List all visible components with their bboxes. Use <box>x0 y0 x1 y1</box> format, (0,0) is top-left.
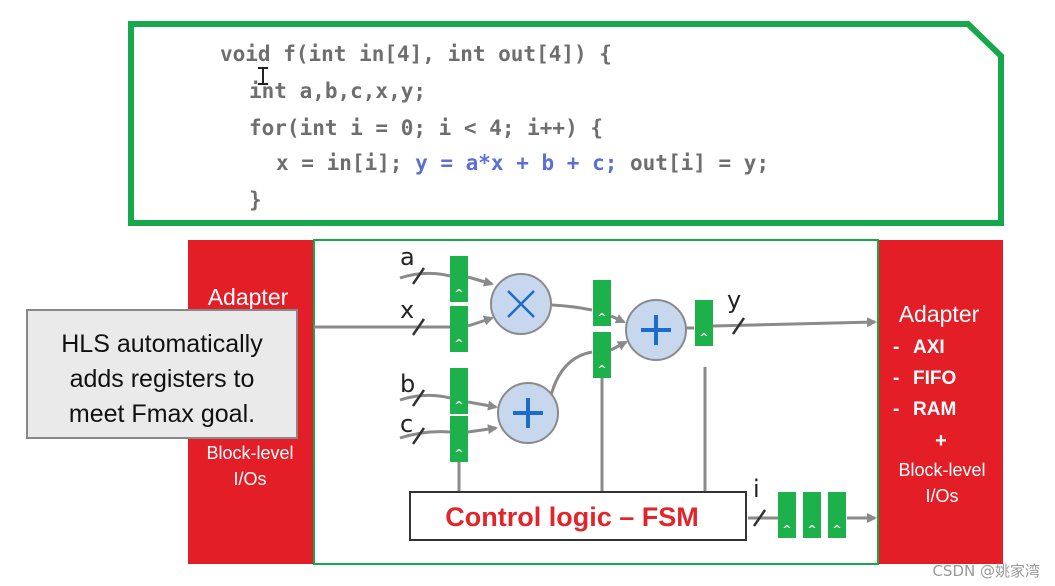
wire-a-in <box>399 271 451 280</box>
right-adapter: Adapter - AXI - FIFO - RAM + Block-level… <box>879 240 1003 564</box>
register-mul-out-clock-mark: ^ <box>597 311 606 324</box>
bus-slashes <box>411 267 767 527</box>
adder-1-operator <box>497 382 559 444</box>
signal-label-x: x <box>400 296 414 324</box>
right-adapter-block-level: Block-level <box>898 460 985 480</box>
wire-b-to-add1 <box>467 400 498 411</box>
wire-add1-to-add2 <box>610 340 628 352</box>
code-line-4-end: out[i] = y; <box>617 151 769 175</box>
note-callout: HLS automatically adds registers to meet… <box>26 309 298 439</box>
note-line-3: meet Fmax goal. <box>69 400 255 428</box>
bus-slash-b <box>411 389 426 407</box>
right-adapter-title: Adapter <box>899 301 980 327</box>
right-adapter-dash-1: - <box>893 337 899 358</box>
register-i-2-clock-mark: ^ <box>807 523 816 536</box>
code-line-3: for(int i = 0; i < 4; i++) { <box>249 116 603 140</box>
code-line-4-highlight: y = a*x + b + c; <box>415 151 617 175</box>
signal-label-b: b <box>400 370 415 398</box>
plus-icon <box>513 398 543 428</box>
wire-mul-out <box>551 303 593 312</box>
control-fsm: Control logic – FSM <box>409 491 747 541</box>
register-x: ^ <box>450 306 468 352</box>
code-line-4-start: x = in[i]; <box>276 151 415 175</box>
signal-label-y: y <box>727 286 741 314</box>
register-b: ^ <box>450 368 468 414</box>
register-c: ^ <box>450 416 468 462</box>
note-box <box>26 309 298 439</box>
register-i-1-clock-mark: ^ <box>782 523 791 536</box>
right-adapter-block <box>879 240 1003 564</box>
wire-a-to-mul <box>467 275 494 287</box>
right-adapter-item-fifo: FIFO <box>913 368 956 389</box>
register-add1-out: ^ <box>593 332 611 378</box>
wire-c-in <box>399 430 451 440</box>
register-a-clock-mark: ^ <box>454 287 463 300</box>
code-box: void f(int in[4], int out[4]) { int a,b,… <box>128 21 1004 226</box>
plus-icon <box>641 315 671 345</box>
code-line-2: int a,b,c,x,y; <box>249 79 426 103</box>
watermark: CSDN @姚家湾 <box>932 562 1040 580</box>
code-line-4: x = in[i]; y = a*x + b + c; out[i] = y; <box>276 151 769 175</box>
right-adapter-dash-2: - <box>893 368 899 389</box>
register-add1-out-clock-mark: ^ <box>597 363 606 376</box>
multiplier-operator <box>490 273 552 335</box>
register-b-clock-mark: ^ <box>454 399 463 412</box>
wire-b-in <box>399 393 451 402</box>
wire-mul-to-add2 <box>610 314 626 324</box>
signal-label-a: a <box>400 243 415 271</box>
register-i-3: ^ <box>828 492 846 538</box>
register-y-clock-mark: ^ <box>699 331 708 344</box>
signal-label-i: i <box>753 475 760 503</box>
register-y: ^ <box>695 300 713 346</box>
register-mul-out: ^ <box>593 280 611 326</box>
left-adapter-block-level: Block-level <box>206 443 293 463</box>
register-i-1: ^ <box>778 492 796 538</box>
signal-label-c: c <box>400 410 413 438</box>
left-adapter-title: Adapter <box>208 284 289 310</box>
note-line-1: HLS automatically <box>61 330 263 358</box>
right-adapter-item-ram: RAM <box>913 399 956 420</box>
register-x-clock-mark: ^ <box>454 337 463 350</box>
right-adapter-item-axi: AXI <box>913 337 945 358</box>
bus-slash-y <box>731 317 746 335</box>
note-line-2: adds registers to <box>70 365 255 393</box>
adder-2-operator <box>625 299 687 361</box>
bus-slash-a <box>411 267 426 285</box>
control-fsm-label: Control logic – FSM <box>445 502 699 532</box>
registers: ^ ^ ^ ^ ^ ^ ^ ^ <box>450 256 846 538</box>
left-adapter-ios: I/Os <box>233 469 266 489</box>
multiply-icon <box>507 290 535 318</box>
right-adapter-ios: I/Os <box>925 486 958 506</box>
code-line-1: void f(int in[4], int out[4]) { <box>220 42 612 66</box>
register-i-3-clock-mark: ^ <box>832 523 841 536</box>
code-line-5: } <box>249 188 262 212</box>
text-cursor-icon <box>258 67 268 85</box>
wire-x-to-mul <box>467 315 494 328</box>
wire-c-to-add1 <box>467 424 498 435</box>
right-adapter-dash-3: - <box>893 399 899 420</box>
bus-slash-i <box>752 509 767 527</box>
register-a: ^ <box>450 256 468 302</box>
register-i-2: ^ <box>803 492 821 538</box>
right-adapter-plus: + <box>935 430 947 452</box>
register-c-clock-mark: ^ <box>454 447 463 460</box>
control-fsm-box <box>409 491 747 541</box>
bus-slash-c <box>411 427 426 445</box>
bus-slash-x <box>411 318 426 336</box>
code-box-border <box>128 21 1004 226</box>
